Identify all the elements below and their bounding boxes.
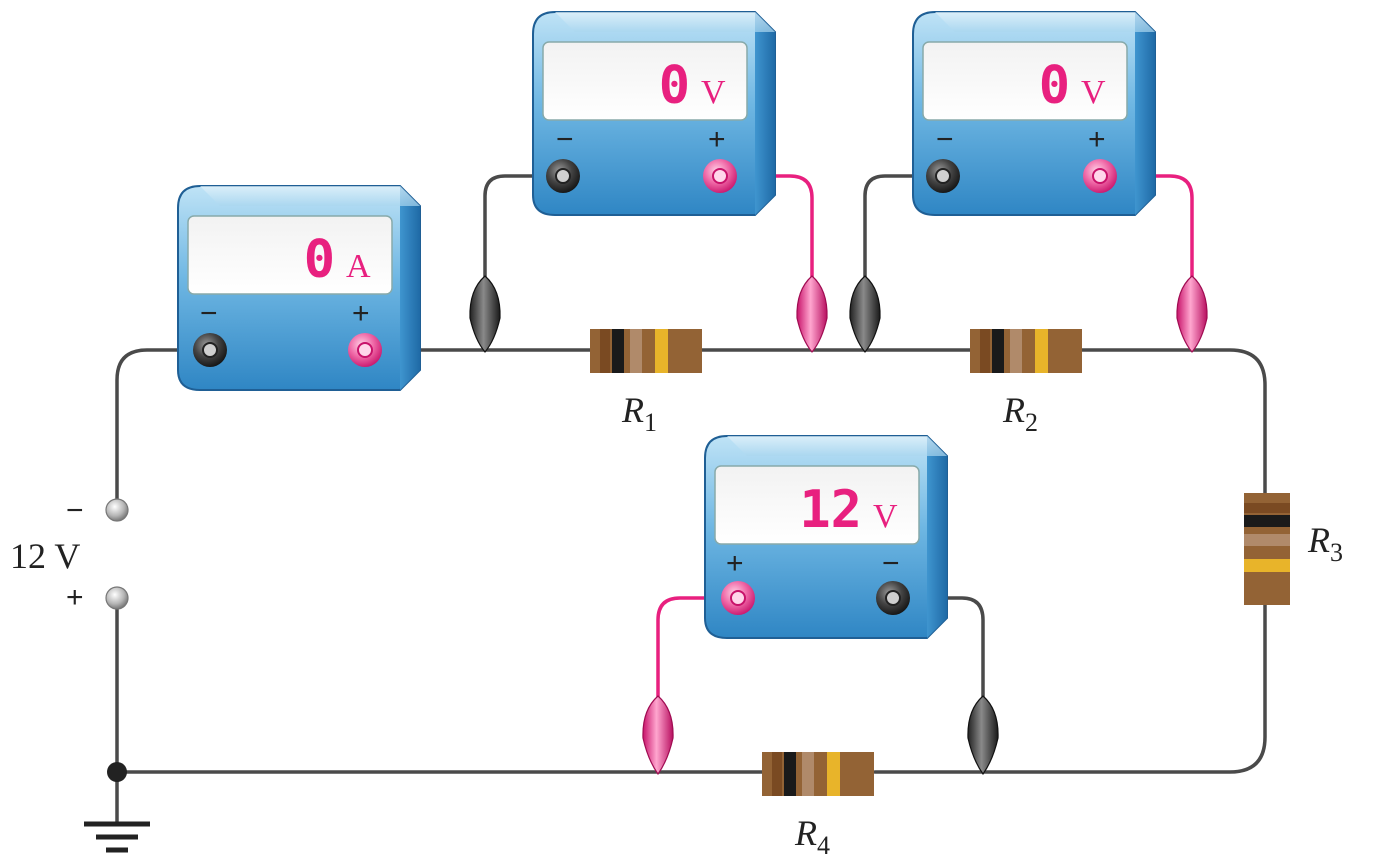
voltmeter-r2-reading: 0 — [1039, 56, 1070, 116]
ammeter-plus-jack[interactable] — [348, 333, 382, 367]
source-terminal-plus[interactable] — [105, 586, 129, 610]
source-minus-sign: − — [66, 494, 84, 527]
ammeter-minus-label: − — [200, 297, 218, 330]
voltmeter-r2-display — [922, 41, 1128, 121]
resistor-label-r3: R3 — [1307, 520, 1343, 567]
clip-vm3-pink[interactable] — [642, 695, 674, 776]
ammeter-unit: A — [346, 248, 371, 285]
ammeter-reading: 0 — [304, 230, 335, 290]
voltmeter-r1-plus-jack[interactable] — [703, 159, 737, 193]
voltmeter-r2: 0 V − + — [912, 11, 1156, 216]
voltmeter-r4-display — [714, 465, 920, 545]
ammeter: 0 A − + — [177, 185, 421, 391]
voltmeter-r2-plus-jack[interactable] — [1083, 159, 1117, 193]
clip-vm1-black[interactable] — [469, 275, 501, 353]
voltmeter-r2-minus-jack[interactable] — [926, 159, 960, 193]
resistor-label-r2: R2 — [1002, 390, 1038, 437]
resistor-r2 — [970, 329, 1082, 373]
voltmeter-r4: 12 V + − — [704, 435, 948, 639]
clip-vm1-pink[interactable] — [796, 275, 828, 353]
ammeter-display — [187, 215, 393, 295]
resistor-r3 — [1244, 493, 1290, 605]
voltmeter-r2-plus-label: + — [1088, 123, 1106, 156]
source-terminal-minus[interactable] — [105, 498, 129, 522]
resistor-r1 — [590, 329, 702, 373]
clip-vm2-pink[interactable] — [1176, 275, 1208, 353]
ground-symbol — [84, 762, 150, 853]
voltmeter-r4-minus-label: − — [882, 547, 900, 580]
voltmeter-r4-reading: 12 — [799, 480, 862, 540]
source-voltage-label: 12 V — [10, 536, 80, 576]
resistor-label-r4: R4 — [794, 813, 830, 860]
clip-vm2-black[interactable] — [849, 275, 881, 353]
voltmeter-r1-unit: V — [701, 74, 726, 111]
voltmeter-r2-minus-label: − — [936, 123, 954, 156]
voltmeter-r1-reading: 0 — [659, 56, 690, 116]
voltmeter-r4-plus-jack[interactable] — [721, 581, 755, 615]
resistor-r4 — [762, 752, 874, 796]
circuit-wires — [115, 348, 1267, 824]
voltmeter-r2-unit: V — [1081, 74, 1106, 111]
voltmeter-r1: 0 V − + — [532, 11, 776, 216]
voltmeter-r4-plus-label: + — [726, 547, 744, 580]
voltmeter-r4-unit: V — [873, 498, 898, 535]
voltmeter-r1-plus-label: + — [708, 123, 726, 156]
source-plus-sign: + — [66, 581, 84, 614]
voltmeter-r4-minus-jack[interactable] — [876, 581, 910, 615]
clip-vm3-black[interactable] — [967, 695, 999, 776]
resistor-label-r1: R1 — [621, 390, 657, 437]
probe-leads — [483, 174, 1194, 702]
ammeter-plus-label: + — [352, 297, 370, 330]
voltmeter-r1-display — [542, 41, 748, 121]
ammeter-minus-jack[interactable] — [193, 333, 227, 367]
voltmeter-r1-minus-jack[interactable] — [546, 159, 580, 193]
voltmeter-r1-minus-label: − — [556, 123, 574, 156]
